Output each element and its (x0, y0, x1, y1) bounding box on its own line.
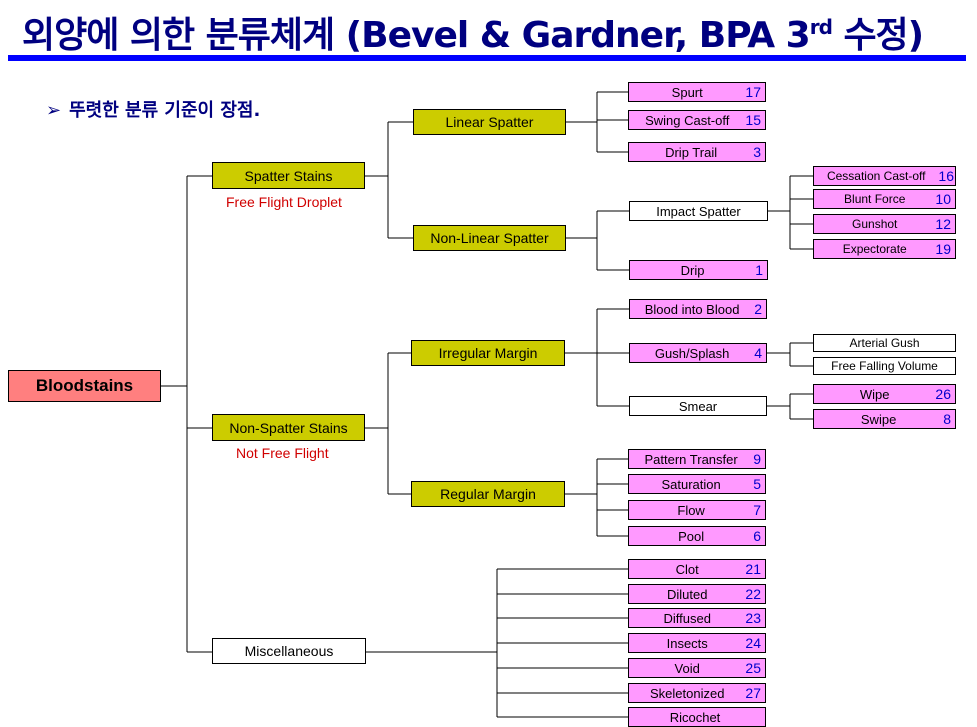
node-ricochet: Ricochet (628, 707, 766, 727)
node-spatter-stains: Spatter Stains (212, 162, 365, 189)
node-non-linear-spatter: Non-Linear Spatter (413, 225, 566, 251)
node-impact-spatter: Impact Spatter (629, 201, 768, 221)
node-smear: Smear (629, 396, 767, 416)
node-linear-spatter: Linear Spatter (413, 109, 566, 135)
title-underline (8, 55, 966, 61)
node-regular-margin: Regular Margin (411, 481, 565, 507)
bullet-point: ➢뚜렷한 분류 기준이 장점. (46, 100, 261, 121)
node-free-falling-volume: Free Falling Volume (813, 357, 956, 375)
arrow-bullet-icon: ➢ (46, 100, 62, 121)
node-non-spatter-stains: Non-Spatter Stains (212, 414, 365, 441)
node-miscellaneous: Miscellaneous (212, 638, 366, 664)
note-free-flight-droplet: Free Flight Droplet (226, 194, 342, 210)
page-title: 외양에 의한 분류체계 (Bevel & Gardner, BPA 3rd 수정… (22, 15, 924, 56)
note-not-free-flight: Not Free Flight (236, 445, 329, 461)
node-arterial-gush: Arterial Gush (813, 334, 956, 352)
node-bloodstains: Bloodstains (8, 370, 161, 402)
node-irregular-margin: Irregular Margin (411, 340, 565, 366)
